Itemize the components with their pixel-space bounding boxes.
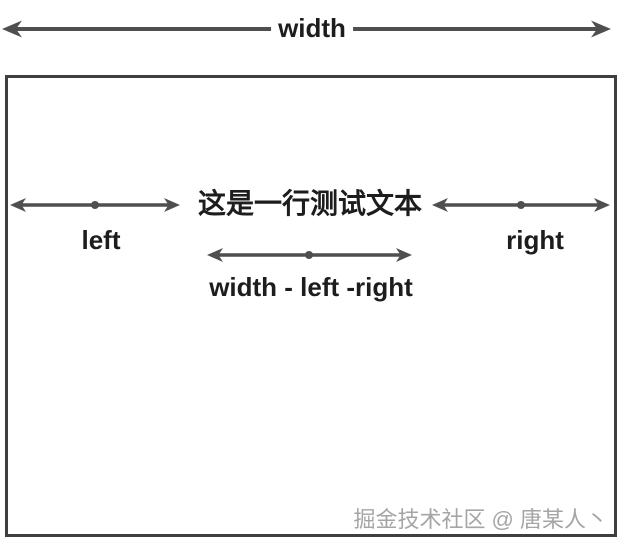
remaining-width-double-arrow-icon xyxy=(207,248,412,262)
remaining-width-label: width - left -right xyxy=(209,272,413,302)
midpoint-dot xyxy=(305,251,313,259)
right-label: right xyxy=(506,225,564,255)
width-label: width xyxy=(271,14,353,43)
left-double-arrow-icon xyxy=(10,198,180,212)
left-label: left xyxy=(81,225,121,255)
content-box xyxy=(5,75,617,537)
right-double-arrow-icon xyxy=(432,198,610,212)
test-text-line: 这是一行测试文本 xyxy=(197,188,423,219)
watermark: 掘金技术社区 @ 唐某人丶 xyxy=(353,507,608,532)
midpoint-dot xyxy=(91,201,99,209)
midpoint-dot xyxy=(517,201,525,209)
